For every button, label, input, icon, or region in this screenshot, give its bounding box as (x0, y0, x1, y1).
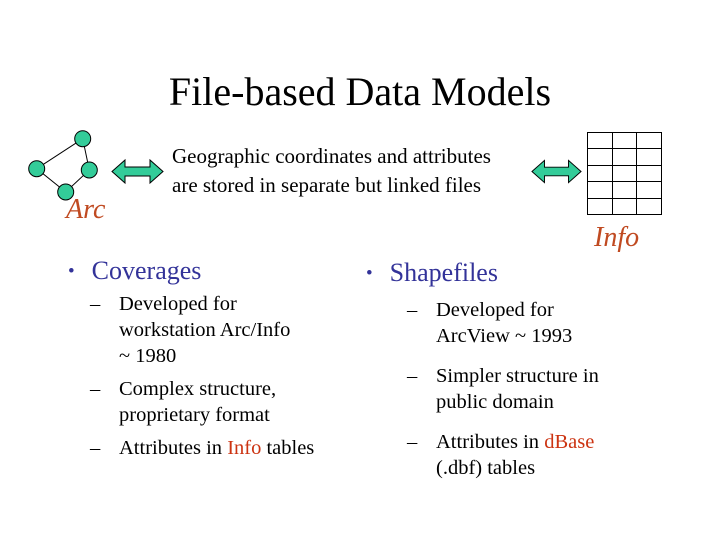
table-cell (612, 133, 638, 150)
text-segment: Attributes in (119, 437, 228, 459)
dash-bullet-icon: – (407, 431, 418, 453)
list-item-line: Attributes in Info tables (119, 435, 314, 461)
text-segment: Attributes in (436, 431, 545, 453)
text-segment: Developed for (119, 293, 237, 315)
table-cell (588, 133, 613, 150)
list-item-text: Simpler structure in public domain (436, 363, 599, 415)
node-arc-graph-icon (28, 130, 98, 201)
arc-label: Arc (66, 194, 106, 225)
list-item-line: (.dbf) tables (436, 455, 594, 481)
list-item-text: Complex structure, proprietary format (119, 376, 276, 428)
dash-bullet-icon: – (407, 299, 418, 321)
text-segment: public domain (436, 391, 554, 413)
list-item: –Attributes in dBase(.dbf) tables (407, 429, 599, 481)
table-cell (588, 165, 613, 183)
list-item-line: Attributes in dBase (436, 429, 594, 455)
list-item-line: proprietary format (119, 402, 276, 428)
arc-node (28, 160, 46, 178)
intro-line-1: Geographic coordinates and attributes (172, 144, 491, 168)
highlighted-term: dBase (544, 431, 595, 453)
table-cell (637, 182, 662, 199)
dash-bullet-icon: – (90, 437, 101, 459)
bullet-heading-shapefiles: • Shapefiles (366, 258, 498, 288)
list-item-line: Simpler structure in (436, 363, 599, 389)
text-segment: workstation Arc/Info (119, 319, 291, 341)
table-cell (588, 198, 613, 215)
arc-node (74, 130, 92, 148)
text-segment: Complex structure, (119, 378, 277, 400)
intro-text: Geographic coordinates and attributes ar… (172, 142, 491, 200)
list-item-line: Complex structure, (119, 376, 276, 402)
arc-node (57, 183, 75, 201)
text-segment: Simpler structure in (436, 365, 599, 387)
table-grid-icon (587, 132, 662, 215)
list-item-line: Developed for (119, 291, 290, 317)
list-item: –Attributes in Info tables (90, 435, 314, 461)
dash-bullet-icon: – (407, 365, 418, 387)
double-arrow-icon (111, 158, 164, 185)
list-item-line: ~ 1980 (119, 343, 290, 369)
list-item-line: workstation Arc/Info (119, 317, 290, 343)
text-segment: ~ 1980 (119, 345, 177, 367)
arc-node (80, 161, 98, 179)
text-segment: proprietary format (119, 404, 270, 426)
table-cell (637, 165, 662, 183)
intro-line-2: are stored in separate but linked files (172, 173, 482, 197)
table-cell (588, 182, 613, 199)
table-cell (637, 198, 662, 215)
list-item-line: ArcView ~ 1993 (436, 323, 572, 349)
heading-label: Coverages (91, 256, 202, 285)
highlighted-term: Info (227, 437, 262, 459)
dash-bullet-icon: – (90, 293, 101, 315)
bullet-icon: • (68, 261, 75, 282)
list-item: –Simpler structure in public domain (407, 363, 599, 415)
info-label: Info (594, 222, 640, 253)
list-item: –Developed for workstation Arc/Info ~ 1980 (90, 291, 314, 369)
text-segment: ArcView ~ 1993 (436, 325, 573, 347)
list-item-text: Attributes in Info tables (119, 435, 314, 461)
table-cell (637, 133, 662, 150)
bullet-icon: • (366, 263, 373, 284)
list-item-text: Developed for workstation Arc/Info ~ 1980 (119, 291, 290, 369)
text-segment: (.dbf) tables (436, 457, 536, 479)
list-item-text: Attributes in dBase(.dbf) tables (436, 429, 594, 481)
dash-bullet-icon: – (90, 378, 101, 400)
list-item-line: Developed for (436, 297, 572, 323)
slide-title: File-based Data Models (168, 69, 552, 114)
text-segment: tables (261, 437, 315, 459)
double-arrow-icon (531, 159, 582, 184)
table-cell (612, 149, 638, 166)
list-item: –Complex structure, proprietary format (90, 376, 314, 428)
table-cell (588, 149, 613, 166)
heading-label: Shapefiles (389, 258, 498, 287)
bullet-heading-coverages: • Coverages (68, 256, 201, 286)
table-cell (637, 149, 662, 166)
table-cell (612, 165, 638, 183)
table-cell (612, 198, 638, 215)
text-segment: Developed for (436, 299, 554, 321)
table-cell (612, 182, 638, 199)
list-item-line: public domain (436, 389, 599, 415)
